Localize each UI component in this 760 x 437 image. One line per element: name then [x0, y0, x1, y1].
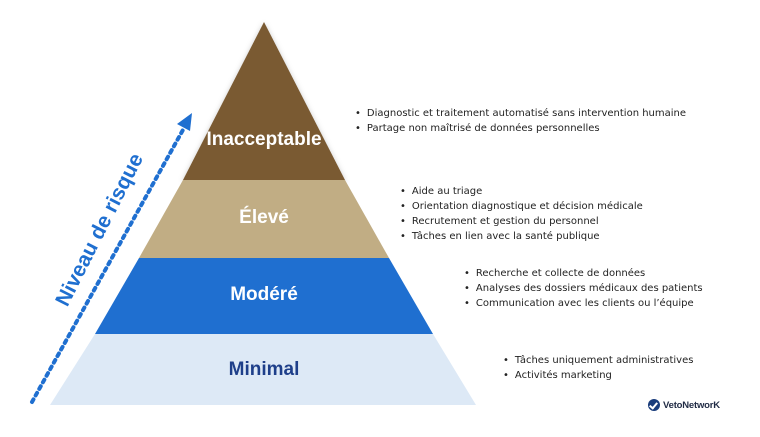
risk-arrow-head	[177, 113, 192, 131]
tier-moderate-examples: Recherche et collecte de données Analyse…	[464, 266, 703, 311]
list-item: Recrutement et gestion du personnel	[400, 214, 643, 229]
tier-minimal-examples: Tâches uniquement administratives Activi…	[503, 353, 694, 383]
tier-high-examples: Aide au triage Orientation diagnostique …	[400, 184, 643, 244]
list-item: Tâches en lien avec la santé publique	[400, 229, 643, 244]
tier-unacceptable-band	[183, 22, 345, 180]
list-item: Orientation diagnostique et décision méd…	[400, 199, 643, 214]
vetonetwork-logo: VetoNetworK	[648, 396, 720, 414]
tier-unacceptable-label: Inacceptable	[206, 129, 322, 150]
tier-minimal-band	[50, 334, 476, 405]
list-item: Communication avec les clients ou l’équi…	[464, 296, 703, 311]
list-item: Recherche et collecte de données	[464, 266, 703, 281]
list-item: Aide au triage	[400, 184, 643, 199]
tier-high-band	[139, 180, 389, 258]
list-item: Partage non maîtrisé de données personne…	[355, 121, 686, 136]
logo-mark-icon	[648, 399, 660, 411]
list-item: Tâches uniquement administratives	[503, 353, 694, 368]
list-item: Analyses des dossiers médicaux des patie…	[464, 281, 703, 296]
tier-minimal-label: Minimal	[228, 359, 300, 380]
tier-unacceptable-examples: Diagnostic et traitement automatisé sans…	[355, 106, 686, 136]
list-item: Activités marketing	[503, 368, 693, 383]
tier-high-label: Élevé	[239, 207, 289, 228]
tier-moderate-band	[95, 258, 433, 334]
logo-text: VetoNetworK	[663, 399, 720, 411]
tier-moderate-label: Modéré	[230, 284, 298, 305]
risk-arrow-shaft	[30, 126, 186, 404]
list-item: Diagnostic et traitement automatisé sans…	[355, 106, 686, 121]
